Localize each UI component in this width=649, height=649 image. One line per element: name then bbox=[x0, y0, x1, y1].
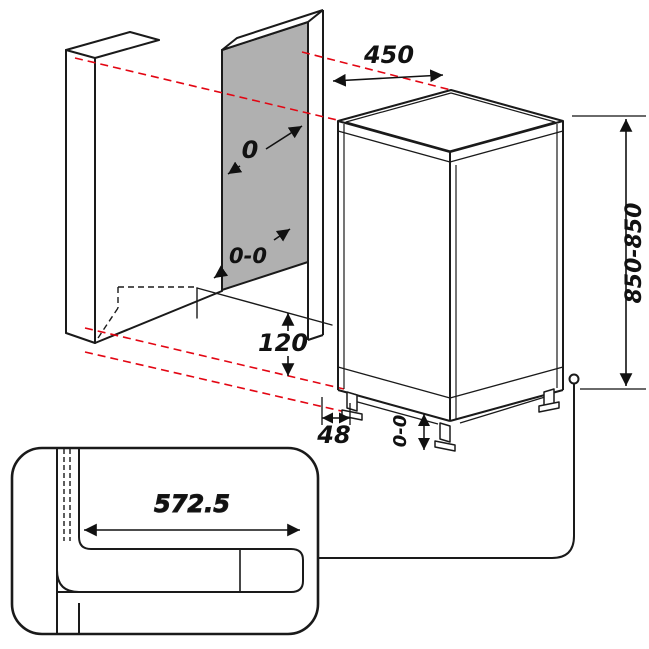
dim-side-gap-label: 0-0 bbox=[229, 244, 267, 268]
dim-foot-adjust-label: 0-0 bbox=[390, 415, 411, 448]
dishwasher-outline bbox=[337, 89, 564, 425]
detail-hidden-edges bbox=[63, 449, 71, 541]
dimension-detail-depth: 572.5 bbox=[84, 490, 300, 537]
dim-plinth-height-label: 120 bbox=[258, 329, 308, 357]
dim-niche-width-label: 450 bbox=[363, 41, 414, 69]
dim-foot-offset-label: 48 bbox=[316, 421, 350, 449]
dim-top-gap-label: 0 bbox=[242, 136, 259, 164]
dimension-appliance-height: 850-850 bbox=[572, 115, 647, 390]
dimension-foot-offset: 48 bbox=[316, 397, 351, 449]
cabinet-hidden-edges bbox=[95, 286, 197, 342]
cabinet-outline bbox=[65, 31, 333, 344]
dimension-foot-adjust: 0-0 bbox=[390, 414, 430, 450]
alignment-dashed-lines bbox=[74, 51, 452, 414]
dim-appliance-height-label: 850-850 bbox=[622, 203, 647, 304]
dishwasher-feet bbox=[341, 388, 560, 452]
detail-leader bbox=[318, 373, 580, 559]
niche-side-panel bbox=[221, 9, 324, 341]
dimension-niche-width: 450 bbox=[332, 41, 444, 87]
dimension-side-gap: 0-0 bbox=[213, 228, 291, 279]
dimension-top-gap: 0 bbox=[227, 125, 303, 175]
dim-detail-depth-label: 572.5 bbox=[154, 490, 230, 518]
dimension-plinth-height: 120 bbox=[258, 313, 308, 376]
detail-reference-circle bbox=[568, 373, 580, 385]
detail-inset: 572.5 bbox=[10, 446, 320, 636]
